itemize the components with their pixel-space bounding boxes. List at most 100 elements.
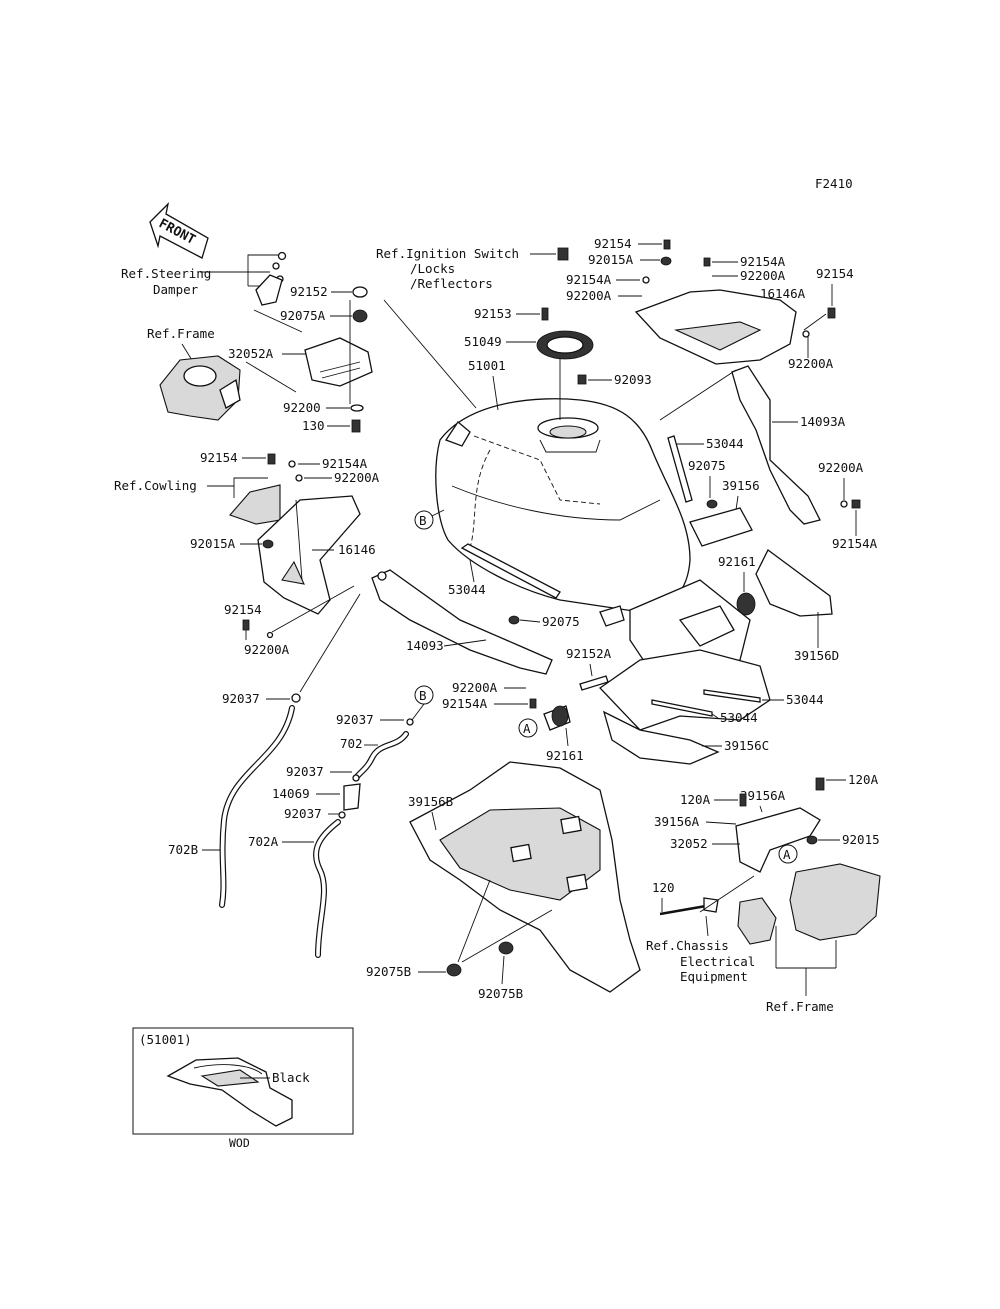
part-number-label: 14093 (406, 638, 444, 653)
part-number-label: Ref.Frame (147, 326, 215, 341)
part-number-label: Ref.Cowling (114, 478, 197, 493)
part-number-label: Equipment (680, 969, 748, 984)
part-number-label: 92200A (452, 680, 498, 695)
fuel-tank-51001: 51001 B (383, 299, 691, 613)
part-number-label: 92154A (322, 456, 368, 471)
part-number-label: 92154 (816, 266, 854, 281)
frame-ref-bottom: Ref.Chassis Electrical Equipment Ref.Fra… (646, 863, 881, 1014)
part-number-label: 92200A (334, 470, 380, 485)
part-number-label: 92200A (788, 356, 834, 371)
part-number-label: 92200A (818, 460, 864, 475)
part-number-label: Ref.Frame (766, 999, 834, 1014)
part-number-label: 32052A (228, 346, 274, 361)
part-number-label: Ref.Ignition Switch (376, 246, 519, 261)
part-number-label: 53044 (720, 710, 758, 725)
part-number-label: 16146A (760, 286, 806, 301)
part-number-label: 92154 (200, 450, 238, 465)
callout-b-tank: B (414, 510, 434, 530)
part-number-label: 92154A (832, 536, 878, 551)
part-number-label: B (419, 513, 427, 528)
part-number-label: A (523, 721, 531, 736)
side-cover-right-14093A: 14093A 92200A 92154A (659, 365, 878, 551)
part-number-label: 14093A (800, 414, 846, 429)
rear-bracket-group: 39156A 120A 120A 39156A 32052 92015 A 12… (652, 772, 880, 916)
callout-a-right: A (778, 844, 798, 864)
part-number-label: 92015A (190, 536, 236, 551)
part-number-label: 51001 (468, 358, 506, 373)
part-number-label: 92037 (222, 691, 260, 706)
part-number-label: A (783, 847, 791, 862)
cowling-ref: 92154 92154A 92200A Ref.Cowling (114, 450, 380, 525)
part-number-label: 92037 (286, 764, 324, 779)
part-number-label: Ref.Steering (121, 266, 211, 281)
part-number-label: 39156B (408, 794, 453, 809)
side-cover-left: 92015A 16146 92154 92200A (190, 495, 376, 657)
part-number-label: 120 (652, 880, 675, 895)
callout-a-left: A (518, 718, 538, 738)
part-number-label: 130 (302, 418, 325, 433)
under-tray-39156B: 39156B 92075B 92075B (366, 761, 641, 1001)
mount-bracket-group: 92152 92075A 32052A 92200 130 (228, 284, 373, 433)
fuel-hose-assembly: 92037 702B 92037 702 92037 14069 92037 7… (168, 593, 434, 958)
part-number-label: 39156A (654, 814, 700, 829)
part-number-label: 92093 (614, 372, 652, 387)
part-number-label: 92161 (546, 748, 584, 763)
part-number-label: 92152A (566, 646, 612, 661)
part-number-label: /Locks (410, 261, 455, 276)
part-number-label: 39156C (724, 738, 769, 753)
part-number-label: B (419, 688, 427, 703)
part-number-label: 92075A (280, 308, 326, 323)
ignition-ref-group: Ref.Ignition Switch /Locks /Reflectors 9… (376, 246, 652, 387)
part-number-label: 92075 (688, 458, 726, 473)
part-number-label: 92015A (588, 252, 634, 267)
frame-ref-top: Ref.Frame (147, 326, 241, 421)
rear-undertray-39156C: 39156C 53044 53044 (599, 649, 824, 765)
part-number-label: 92200 (283, 400, 321, 415)
part-number-label: 32052 (670, 836, 708, 851)
part-number-label: 53044 (786, 692, 824, 707)
inset-color-label: Black (272, 1070, 310, 1085)
part-number-label: 39156D (794, 648, 839, 663)
side-cover-left-14093: 14093 53044 92075 92152A 92200A 92154A A… (371, 543, 625, 763)
inset-caption: WOD (229, 1136, 250, 1150)
part-number-label: 53044 (706, 436, 744, 451)
part-number-label: 92200A (566, 288, 612, 303)
part-number-label: 120A (848, 772, 879, 787)
part-number-label: Ref.Chassis (646, 938, 729, 953)
figure-code: F2410 (815, 176, 853, 191)
part-number-label: 92154A (442, 696, 488, 711)
part-number-label: 51049 (464, 334, 502, 349)
part-number-label: Damper (153, 282, 199, 297)
part-number-label: 39156A (740, 788, 786, 803)
callout-b-lower: B (414, 685, 434, 705)
steering-damper-ref: Ref.Steering Damper (121, 251, 287, 306)
part-number-label: 92200A (740, 268, 786, 283)
part-number-label: 14069 (272, 786, 310, 801)
part-number-label: 92075B (478, 986, 523, 1001)
part-number-label: 92075 (542, 614, 580, 629)
part-number-label: 39156 (722, 478, 760, 493)
part-number-label: 16146 (338, 542, 376, 557)
part-number-label: 92075B (366, 964, 411, 979)
part-number-label: 92037 (336, 712, 374, 727)
part-number-label: 120A (680, 792, 711, 807)
part-number-label: 92154 (224, 602, 262, 617)
part-number-label: 53044 (448, 582, 486, 597)
right-cover-16146A: 92154 92015A 92154A 92200A 92154A 92200A… (566, 236, 854, 371)
part-number-label: 92015 (842, 832, 880, 847)
inset-part-no: (51001) (139, 1032, 192, 1047)
part-number-label: 92037 (284, 806, 322, 821)
part-number-label: 92154A (566, 272, 612, 287)
part-number-label: 92154 (594, 236, 632, 251)
part-number-label: /Reflectors (410, 276, 493, 291)
part-number-label: 92161 (718, 554, 756, 569)
part-number-label: 702A (248, 834, 279, 849)
part-number-label: 702 (340, 736, 363, 751)
part-number-label: 92152 (290, 284, 328, 299)
part-number-label: 92154A (740, 254, 786, 269)
wod-inset: (51001) Black WOD (132, 1027, 354, 1150)
part-number-label: 702B (168, 842, 198, 857)
front-direction-arrow: FRONT (149, 202, 209, 259)
